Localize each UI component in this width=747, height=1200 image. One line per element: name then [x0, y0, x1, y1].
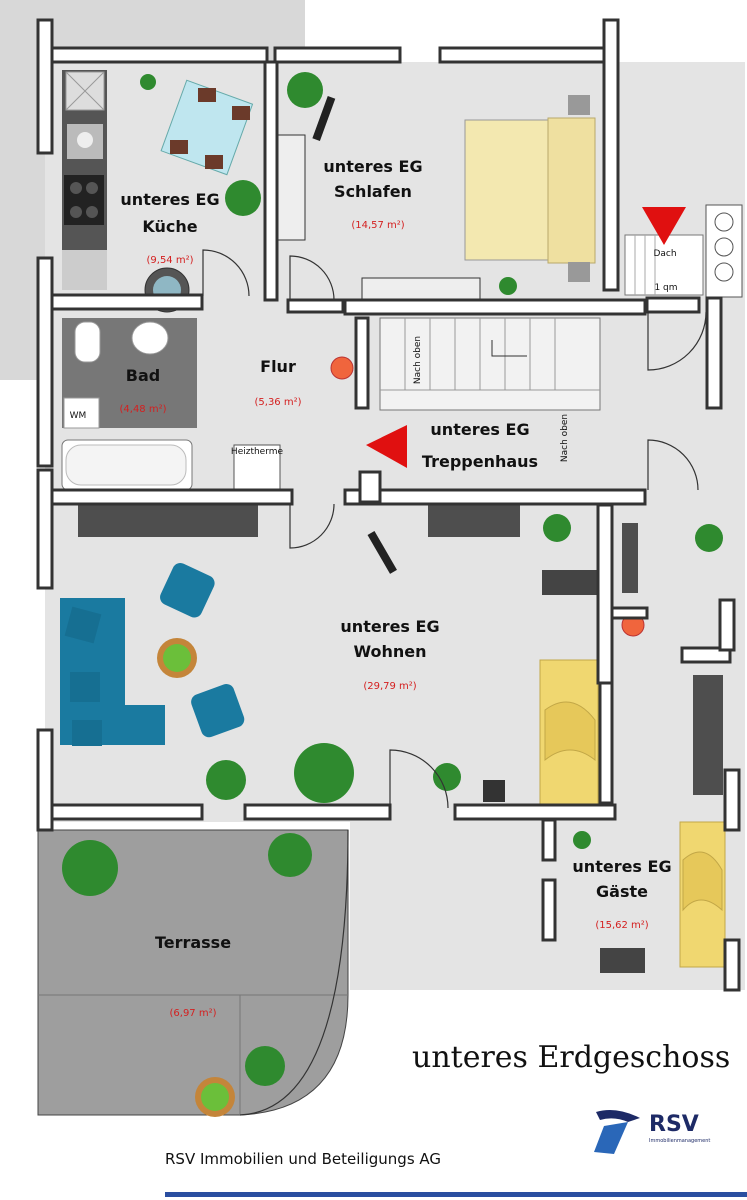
dach-label: Dach	[653, 249, 676, 259]
heater-unit	[233, 444, 281, 491]
staircase	[379, 317, 601, 411]
flur-label: Flur	[260, 357, 296, 376]
heiztherme-label: Heiztherme	[231, 447, 284, 457]
shelf-hall	[622, 523, 638, 593]
wohnen-label-1: unteres EG	[340, 617, 439, 636]
lamp-flur	[330, 356, 354, 380]
plant-4	[499, 277, 517, 295]
plant-9	[433, 763, 461, 791]
wardrobe	[274, 134, 306, 241]
viewpoint-marker-dach	[642, 207, 686, 245]
double-bed	[464, 95, 596, 282]
toilet	[74, 321, 101, 363]
right-element	[624, 204, 743, 298]
walls	[36, 18, 741, 992]
plant-3	[287, 72, 323, 108]
tv-bedroom	[312, 95, 336, 141]
side-table	[483, 780, 505, 802]
gaeste-label-1: unteres EG	[572, 857, 671, 876]
plant-13	[245, 1046, 285, 1086]
plant-2	[225, 180, 261, 216]
wohnen-label-2: Wohnen	[353, 642, 426, 661]
door-swings	[202, 249, 707, 1116]
terrace	[37, 829, 349, 1116]
plant-7	[206, 760, 246, 800]
bad-label: Bad	[126, 366, 160, 385]
tv-living	[367, 530, 397, 574]
plants	[62, 72, 723, 1086]
plan-title: unteres Erdgeschoss	[412, 1040, 731, 1075]
gaeste-label-2: Gäste	[596, 882, 648, 901]
plant-5	[543, 514, 571, 542]
kueche-label-2: Küche	[142, 217, 197, 236]
sofa	[60, 598, 165, 746]
schlafen-area: (14,57 m²)	[351, 220, 404, 231]
dresser	[361, 277, 481, 301]
logo-text: RSV	[649, 1112, 699, 1137]
flur-area: (5,36 m²)	[255, 397, 302, 408]
sideboard-living-1	[78, 505, 258, 537]
desk-living	[542, 570, 600, 595]
washing-machine	[63, 397, 100, 429]
kitchen-counter	[62, 70, 107, 290]
wm-label: WM	[70, 411, 87, 421]
viewpoint-marker-stair	[366, 425, 407, 468]
nach-oben-label-2: Nach oben	[560, 414, 570, 462]
kueche-area: (9,54 m²)	[147, 255, 194, 266]
gaeste-area: (15,62 m²)	[595, 920, 648, 931]
wash-basin	[131, 321, 169, 355]
guest-bed	[679, 821, 726, 968]
stair-arrow	[491, 340, 527, 357]
plant-12	[268, 833, 312, 877]
plant-10	[573, 831, 591, 849]
footer-brand: RSV Immobilien	[634, 1180, 721, 1193]
wohnen-area: (29,79 m²)	[363, 681, 416, 692]
wardrobe-guest	[693, 675, 723, 795]
plant-1	[140, 74, 156, 90]
kueche-label-1: unteres EG	[120, 190, 219, 209]
footer-line	[165, 1192, 747, 1197]
terrasse-label: Terrasse	[155, 933, 231, 952]
plant-11	[62, 840, 118, 896]
guest-sofa-bed	[539, 659, 599, 806]
schlafen-label-1: unteres EG	[323, 157, 422, 176]
terrasse-area: (6,97 m²)	[170, 1008, 217, 1019]
armchair-2	[191, 684, 245, 738]
rsv-logo-icon	[594, 1110, 640, 1154]
dining-table	[160, 79, 254, 176]
desk-guest	[600, 948, 645, 973]
sideboard-living-2	[428, 505, 520, 537]
dach-area: 1 qm	[654, 283, 677, 293]
bad-area: (4,48 m²)	[120, 404, 167, 415]
armchair-1	[160, 562, 215, 618]
logo-subtext: Immobilienmanagement	[649, 1138, 711, 1144]
nach-oben-label-1: Nach oben	[413, 336, 423, 384]
plant-6	[695, 524, 723, 552]
company-name: RSV Immobilien und Beteiligungs AG	[165, 1150, 442, 1168]
plant-8	[294, 743, 354, 803]
schlafen-label-2: Schlafen	[334, 182, 412, 201]
treppenhaus-label-2: Treppenhaus	[422, 452, 538, 471]
treppenhaus-label-1: unteres EG	[430, 420, 529, 439]
